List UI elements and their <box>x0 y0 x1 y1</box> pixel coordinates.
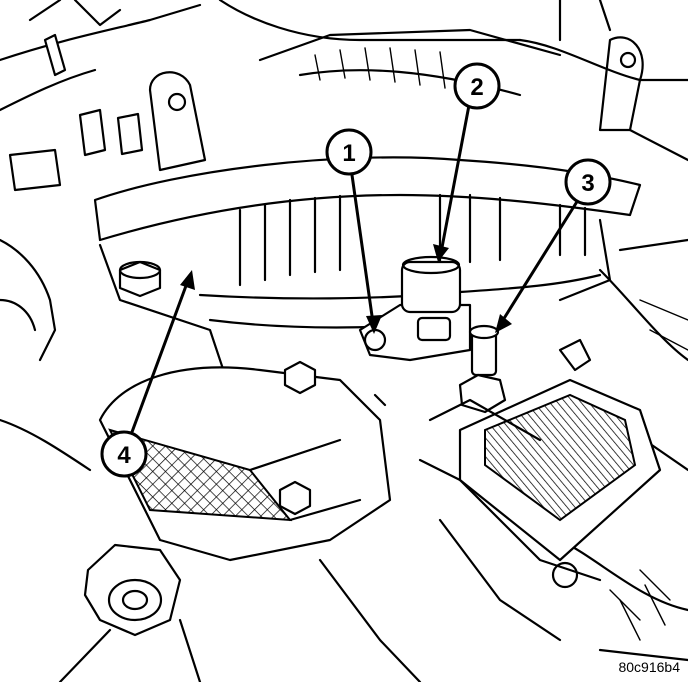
leader-line-3 <box>496 198 580 330</box>
callout-4: 4 <box>100 430 148 478</box>
upper-bolt <box>118 260 162 298</box>
callout-2: 2 <box>453 62 501 110</box>
figure-id: 80c916b4 <box>618 659 680 675</box>
callout-label: 3 <box>581 170 594 197</box>
upper-left-fittings <box>8 33 207 192</box>
drain-nut <box>58 543 202 682</box>
leader-line-1 <box>350 173 376 332</box>
leader-line-4 <box>130 273 192 434</box>
crossmember-bracket <box>98 360 392 562</box>
callout-label: 1 <box>342 140 355 167</box>
callout-leaders <box>130 98 580 434</box>
temperature-sensor <box>458 324 507 414</box>
callout-1: 1 <box>325 128 373 176</box>
transmission-housing <box>318 338 666 682</box>
oil-level-sensor <box>358 255 472 362</box>
leader-arrowhead-3 <box>495 314 512 333</box>
callout-label: 4 <box>117 442 131 469</box>
leader-arrowhead-2 <box>433 244 449 262</box>
leader-arrowhead-1 <box>366 315 382 334</box>
callout-label: 2 <box>470 74 483 101</box>
leader-line-2 <box>438 98 472 260</box>
leader-arrowhead-4 <box>180 270 195 290</box>
engine-background <box>0 0 688 662</box>
callout-3: 3 <box>564 158 612 206</box>
